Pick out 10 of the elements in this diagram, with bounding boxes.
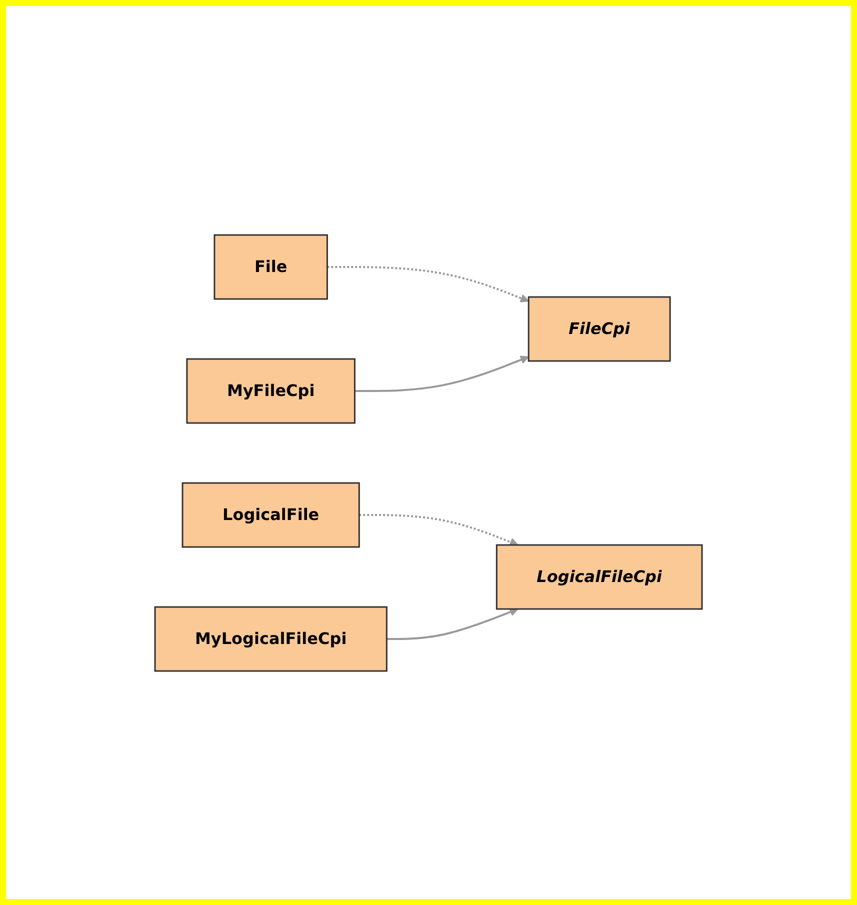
arrow [386, 607, 518, 640]
node-box: LogicalFile [182, 482, 360, 548]
node-box: FileCpi [528, 296, 671, 362]
arrow [354, 355, 530, 392]
node-box: File [214, 234, 328, 300]
node-box: MyLogicalFileCpi [154, 606, 388, 672]
arrow [327, 266, 530, 302]
node-box: MyFileCpi [186, 358, 356, 424]
arrow [359, 514, 518, 546]
node-box: LogicalFileCpi [496, 544, 703, 610]
